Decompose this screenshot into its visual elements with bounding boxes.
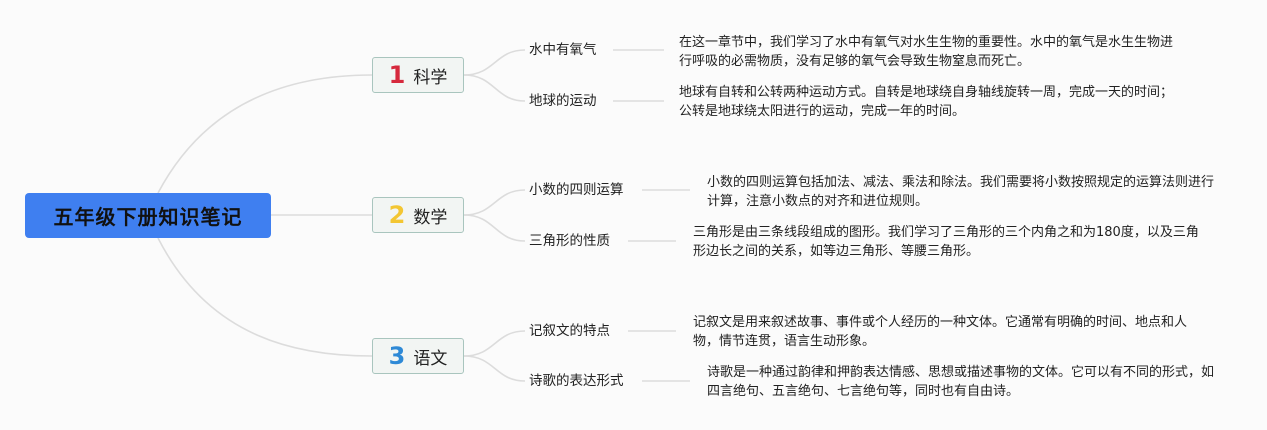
- branch-link-1-2: [463, 74, 526, 102]
- topic-decimal-operations[interactable]: 小数的四则运算: [529, 182, 624, 198]
- branch-label-math: 数学: [413, 207, 448, 228]
- branch-link-3-2: [463, 355, 526, 382]
- branch-node-chinese[interactable]: 3 语文: [372, 338, 464, 374]
- topic-triangle-properties[interactable]: 三角形的性质: [529, 233, 610, 249]
- branch-link-2-2: [463, 214, 526, 242]
- branch-link-2-1: [463, 189, 526, 216]
- branch-node-math[interactable]: 2 数学: [372, 197, 464, 233]
- branch-number-3: 3: [388, 342, 406, 370]
- desc-decimal-operations: 小数的四则运算包括加法、减法、乘法和除法。我们需要将小数按照规定的运算法则进行计…: [707, 175, 1215, 209]
- desc-narrative-features: 记叙文是用来叙述故事、事件或个人经历的一种文体。它通常有明确的时间、地点和人物，…: [693, 315, 1188, 349]
- topic-oxygen-in-water[interactable]: 水中有氧气: [529, 42, 597, 58]
- root-title: 五年级下册知识笔记: [53, 205, 243, 229]
- desc-poetry-forms: 诗歌是一种通过韵律和押韵表达情感、思想或描述事物的文体。它可以有不同的形式，如四…: [707, 365, 1215, 399]
- topic-poetry-forms[interactable]: 诗歌的表达形式: [529, 373, 624, 389]
- branch-node-science[interactable]: 1 科学: [372, 57, 464, 93]
- desc-triangle-properties: 三角形是由三条线段组成的图形。我们学习了三角形的三个内角之和为180度，以及三角…: [693, 225, 1199, 259]
- root-node[interactable]: 五年级下册知识笔记: [25, 193, 271, 238]
- topic-earth-motion[interactable]: 地球的运动: [529, 93, 597, 109]
- branch-number-1: 1: [388, 61, 406, 89]
- branch-label-science: 科学: [413, 67, 448, 88]
- branch-link-1-1: [463, 49, 526, 76]
- branch-number-2: 2: [388, 201, 406, 229]
- topic-narrative-features[interactable]: 记叙文的特点: [529, 323, 610, 339]
- branch-label-chinese: 语文: [413, 348, 448, 369]
- root-link-1: [157, 74, 373, 194]
- branch-link-3-1: [463, 330, 526, 357]
- root-link-3: [157, 237, 373, 357]
- desc-oxygen-in-water: 在这一章节中，我们学习了水中有氧气对水生生物的重要性。水中的氧气是水生生物进行呼…: [679, 35, 1174, 69]
- desc-earth-motion: 地球有自转和公转两种运动方式。自转是地球绕自身轴线旋转一周，完成一天的时间；公转…: [679, 85, 1174, 119]
